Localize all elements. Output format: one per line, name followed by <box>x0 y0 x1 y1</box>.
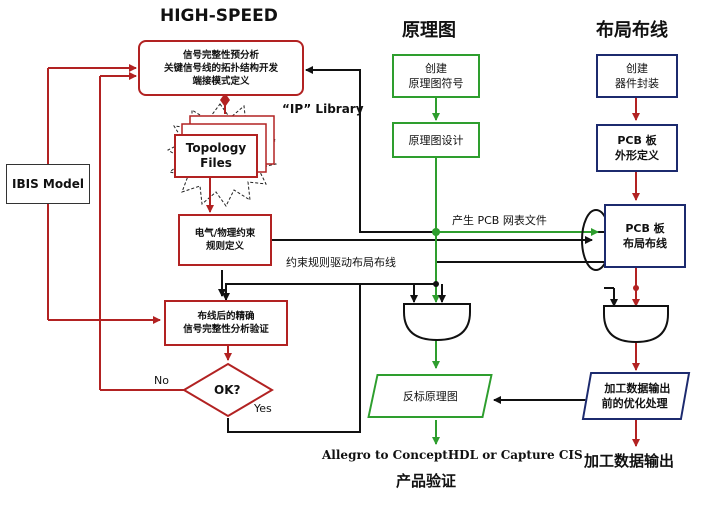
title-high-speed: HIGH-SPEED <box>160 6 278 26</box>
ok-diamond <box>182 362 274 418</box>
schematic-design-box: 原理图设计 <box>392 122 480 158</box>
and-gate-right <box>603 305 669 344</box>
topology-files-box: Topology Files <box>174 134 258 178</box>
title-schematic: 原理图 <box>402 20 456 41</box>
constraint-driven-label: 约束规则驱动布局布线 <box>286 256 396 269</box>
ok-label: OK? <box>214 383 241 397</box>
tools-label: Allegro to ConceptHDL or Capture CIS <box>322 448 583 462</box>
starburst <box>166 103 278 207</box>
optimize-process-box: 加工数据输出 前的优化处理 <box>581 372 691 420</box>
pcb-outline-box: PCB 板 外形定义 <box>596 124 678 172</box>
si-pre-analysis-box: 信号完整性预分析 关键信号线的拓扑结构开发 端接模式定义 <box>138 40 304 96</box>
no-label: No <box>154 374 169 387</box>
netlist-label: 产生 PCB 网表文件 <box>452 214 547 227</box>
si-post-route-box: 布线后的精确 信号完整性分析验证 <box>164 300 288 346</box>
title-layout: 布局布线 <box>596 20 668 41</box>
ip-library-label: “IP” Library <box>282 102 364 116</box>
product-verify-title: 产品验证 <box>396 472 457 490</box>
ibis-model-box: IBIS Model <box>6 164 90 204</box>
create-footprint-box: 创建 器件封装 <box>596 54 678 98</box>
pcb-route-box: PCB 板 布局布线 <box>604 204 686 268</box>
and-gate-left <box>403 303 471 342</box>
final-output-title: 加工数据输出 <box>584 452 675 470</box>
constraint-rules-box: 电气/物理约束 规则定义 <box>178 214 272 266</box>
create-symbol-box: 创建 原理图符号 <box>392 54 480 98</box>
back-annotate-box: 反标原理图 <box>367 374 493 418</box>
yes-label: Yes <box>254 402 272 415</box>
